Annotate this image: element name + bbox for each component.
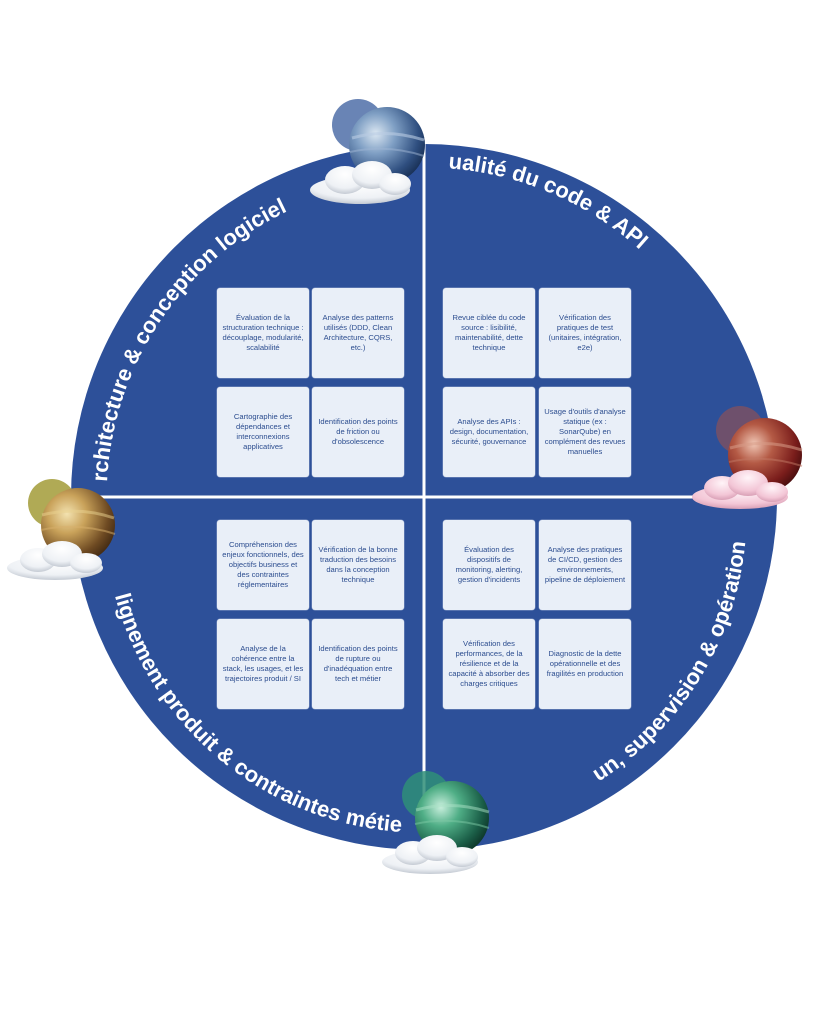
card-qualite-2: Vérification des pratiques de test (unit… <box>539 288 631 378</box>
card-alignement-2: Vérification de la bonne traduction des … <box>312 520 404 610</box>
card-architecture-4: Identification des points de friction ou… <box>312 387 404 477</box>
red-planet-icon <box>692 406 803 509</box>
green-planet-icon <box>382 771 490 874</box>
card-run-2: Analyse des pratiques de CI/CD, gestion … <box>539 520 631 610</box>
cloud-icon <box>7 541 103 580</box>
card-architecture-1: Évaluation de la structuration technique… <box>217 288 309 378</box>
card-architecture-2: Analyse des patterns utilisés (DDD, Clea… <box>312 288 404 378</box>
card-qualite-3: Analyse des APIs : design, documentation… <box>443 387 535 477</box>
card-alignement-4: Identification des points de rupture ou … <box>312 619 404 709</box>
card-qualite-1: Revue ciblée du code source : lisibilité… <box>443 288 535 378</box>
cloud-icon <box>382 835 478 874</box>
cloud-icon <box>310 161 411 204</box>
card-run-3: Vérification des performances, de la rés… <box>443 619 535 709</box>
card-alignement-1: Compréhension des enjeux fonctionnels, d… <box>217 520 309 610</box>
yellow-planet-icon <box>7 479 116 580</box>
card-qualite-4: Usage d'outils d'analyse statique (ex : … <box>539 387 631 477</box>
card-run-4: Diagnostic de la dette opérationnelle et… <box>539 619 631 709</box>
cloud-icon <box>692 470 788 509</box>
card-architecture-3: Cartographie des dépendances et intercon… <box>217 387 309 477</box>
card-alignement-3: Analyse de la cohérence entre la stack, … <box>217 619 309 709</box>
blue-planet-icon <box>310 99 425 204</box>
card-run-1: Évaluation des dispositifs de monitoring… <box>443 520 535 610</box>
